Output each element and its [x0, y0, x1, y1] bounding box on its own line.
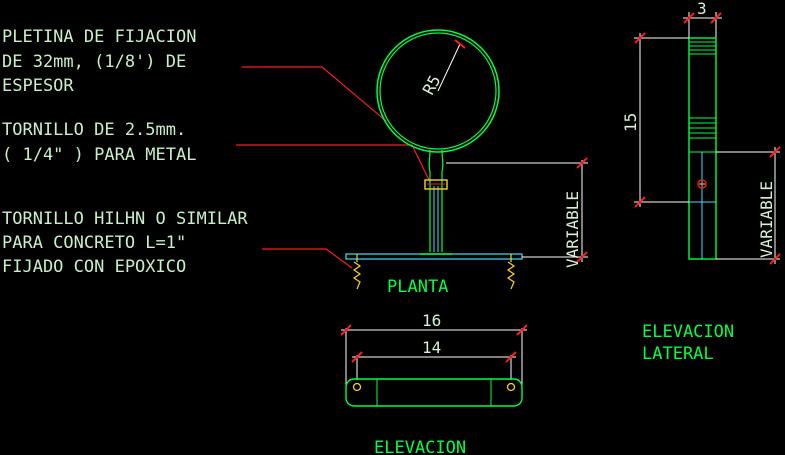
note-tornillo-metal: TORNILLO DE 2.5mm. ( 1/4" ) PARA METAL [2, 120, 196, 165]
side-bolt [697, 179, 707, 189]
plan-ring-outer [376, 29, 500, 153]
note-pletina-line-3: ESPESOR [2, 76, 74, 96]
front-elevation: 16 14 ELEVACION [340, 311, 528, 455]
radius-dimension-line [437, 43, 461, 92]
leader-pletina [242, 66, 387, 122]
side-body-ribs [689, 41, 716, 153]
side-variable-tick-bottom [769, 253, 781, 265]
overall-tick-left [340, 324, 352, 336]
holes-tick-left [351, 351, 363, 363]
side-elevation-title-line-2: LATERAL [642, 344, 714, 364]
leader-lines [236, 66, 431, 269]
neck-bolt [424, 179, 448, 190]
note-pletina-line-1: PLETINA DE FIJACION [2, 27, 196, 47]
note-tornillo-concreto: TORNILLO HILHN O SIMILAR PARA CONCRETO L… [2, 209, 248, 277]
note-tornillo-metal-line-2: ( 1/4" ) PARA METAL [2, 145, 196, 165]
leader-tornillo-metal [236, 144, 431, 183]
leader-tornillo-concreto [262, 248, 353, 269]
plan-variable-label: VARIABLE [563, 191, 582, 268]
note-tornillo-concreto-line-3: FIJADO CON EPOXICO [2, 257, 186, 277]
side-width-label: 3 [697, 0, 707, 18]
overall-tick-right [516, 324, 528, 336]
side-elevation-title-line-1: ELEVACION [642, 322, 734, 342]
anchor-screw-left [352, 254, 362, 290]
note-tornillo-metal-line-1: TORNILLO DE 2.5mm. [2, 120, 186, 140]
note-pletina: PLETINA DE FIJACION DE 32mm, (1/8') DE E… [2, 27, 196, 96]
side-height-tick-top [634, 32, 646, 44]
note-tornillo-concreto-line-1: TORNILLO HILHN O SIMILAR [2, 209, 248, 229]
plan-ring-inner [379, 32, 497, 150]
radius-tick [454, 39, 466, 49]
plan-title: PLANTA [387, 277, 448, 297]
radius-label: R5 [419, 72, 445, 98]
plan-variable-tick-top [576, 157, 588, 169]
side-elevation: 3 15 VARIABLE [621, 0, 781, 364]
plan-view: R5 VARIABLE PLANTA [345, 29, 588, 297]
side-height-tick-bottom [634, 196, 646, 208]
overall-length-label: 16 [422, 311, 441, 330]
side-height-label: 15 [621, 113, 640, 132]
side-variable-tick-top [769, 146, 781, 158]
side-width-tick-right [710, 12, 722, 24]
plan-neck [428, 149, 444, 252]
holes-tick-right [505, 351, 517, 363]
front-hole-right [506, 382, 516, 392]
note-pletina-line-2: DE 32mm, (1/8') DE [2, 52, 186, 72]
front-elevation-title: ELEVACION [374, 438, 466, 455]
plan-stem [433, 186, 439, 252]
note-tornillo-concreto-line-2: PARA CONCRETO L=1" [2, 233, 186, 253]
plan-variable-tick-bottom [576, 251, 588, 263]
anchor-screw-right [506, 254, 516, 290]
plan-base-plate [345, 253, 523, 260]
side-width-tick-left [683, 12, 695, 24]
hole-spacing-label: 14 [422, 338, 441, 357]
side-variable-label: VARIABLE [757, 181, 776, 258]
front-hole-left [352, 382, 362, 392]
front-plate [345, 378, 523, 407]
